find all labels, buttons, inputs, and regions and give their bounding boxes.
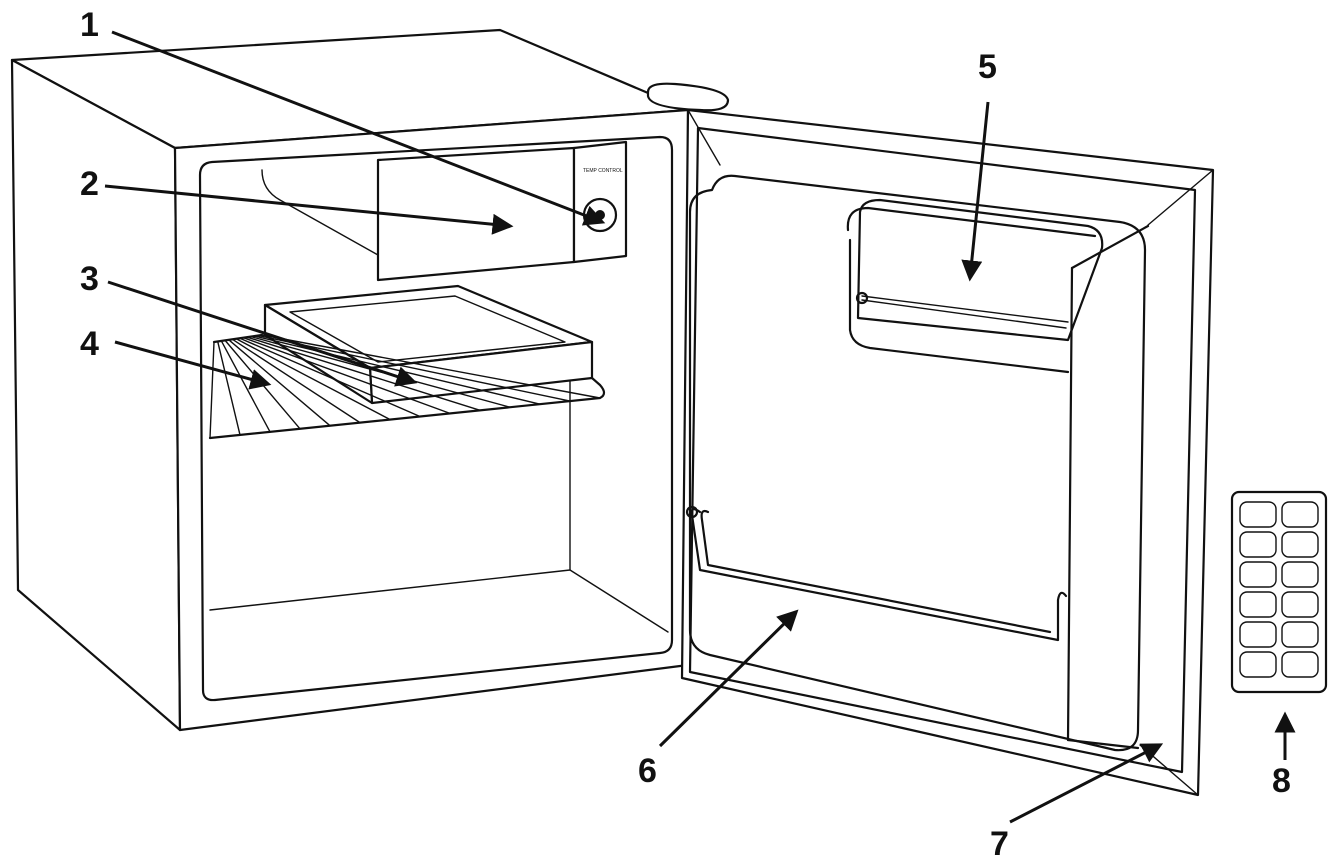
cube-cell [1281, 591, 1319, 618]
shelf-wire [246, 336, 481, 412]
dial-panel [572, 140, 628, 264]
door [646, 82, 1215, 797]
callout-5: 5 [978, 48, 997, 86]
interior-floor-edge [569, 569, 669, 633]
cube-cell [1239, 501, 1277, 528]
shelf-wire [261, 334, 601, 399]
shelf-wire [242, 336, 451, 415]
callout-8: 8 [1272, 762, 1291, 800]
door-bevel [688, 126, 1197, 774]
leader-6 [658, 609, 799, 748]
cube-cell [1281, 651, 1319, 678]
ice-tray-inner [289, 295, 566, 363]
leader-5 [961, 101, 990, 282]
freezer-door [376, 146, 576, 282]
cube-cell [1239, 621, 1277, 648]
cube-cell [1281, 531, 1319, 558]
freezer-side-edge [261, 169, 379, 256]
callout-4: 4 [80, 325, 99, 363]
cube-cell [1281, 561, 1319, 588]
ice-cube-tray [1230, 490, 1328, 694]
shelf-wire [220, 340, 271, 433]
shelf-wire [231, 338, 361, 424]
door-liner-inner-side [1066, 266, 1074, 742]
door-liner-edge [1066, 224, 1150, 750]
door-hinge [646, 82, 730, 112]
lower-shelf-bar [690, 508, 1068, 642]
leader-2 [104, 184, 514, 235]
ice-tray-side [263, 303, 374, 405]
upper-shelf-bar [861, 295, 1069, 329]
shelf-wire [239, 337, 421, 418]
leader-4 [114, 340, 272, 390]
cabinet-side [10, 58, 182, 732]
cube-cell [1239, 651, 1277, 678]
cabinet-interior [198, 135, 674, 702]
callout-1: 1 [80, 6, 99, 44]
dial-caption: TEMP CONTROL [583, 168, 623, 174]
door-upper-shelf [846, 198, 1104, 374]
cube-cell [1239, 531, 1277, 558]
freezer-compartment: TEMP CONTROL [261, 140, 628, 282]
door-lower-shelf [685, 505, 1068, 642]
callout-2: 2 [80, 165, 99, 203]
cube-tray-frame [1230, 490, 1328, 694]
callout-7: 7 [990, 825, 1009, 862]
callout-labels: 1 2 3 4 5 6 7 8 [80, 6, 1291, 862]
shelf-wire [216, 340, 241, 436]
shelf-wire [228, 339, 331, 427]
upper-shelf-outer [856, 198, 1104, 342]
cube-cell [1281, 501, 1319, 528]
leader-7 [1009, 743, 1164, 824]
door-liner [688, 174, 1147, 752]
callout-6: 6 [638, 752, 657, 790]
shelf-wire [209, 341, 215, 439]
shelf-wire [235, 338, 391, 421]
callout-3: 3 [80, 260, 99, 298]
callout-leaders [104, 30, 1296, 824]
cube-cell [1239, 561, 1277, 588]
cube-cell [1239, 591, 1277, 618]
leader-3 [107, 280, 418, 387]
cabinet [10, 28, 690, 732]
cube-cell [1281, 621, 1319, 648]
leader-1 [111, 30, 606, 226]
door-outer [680, 108, 1215, 797]
